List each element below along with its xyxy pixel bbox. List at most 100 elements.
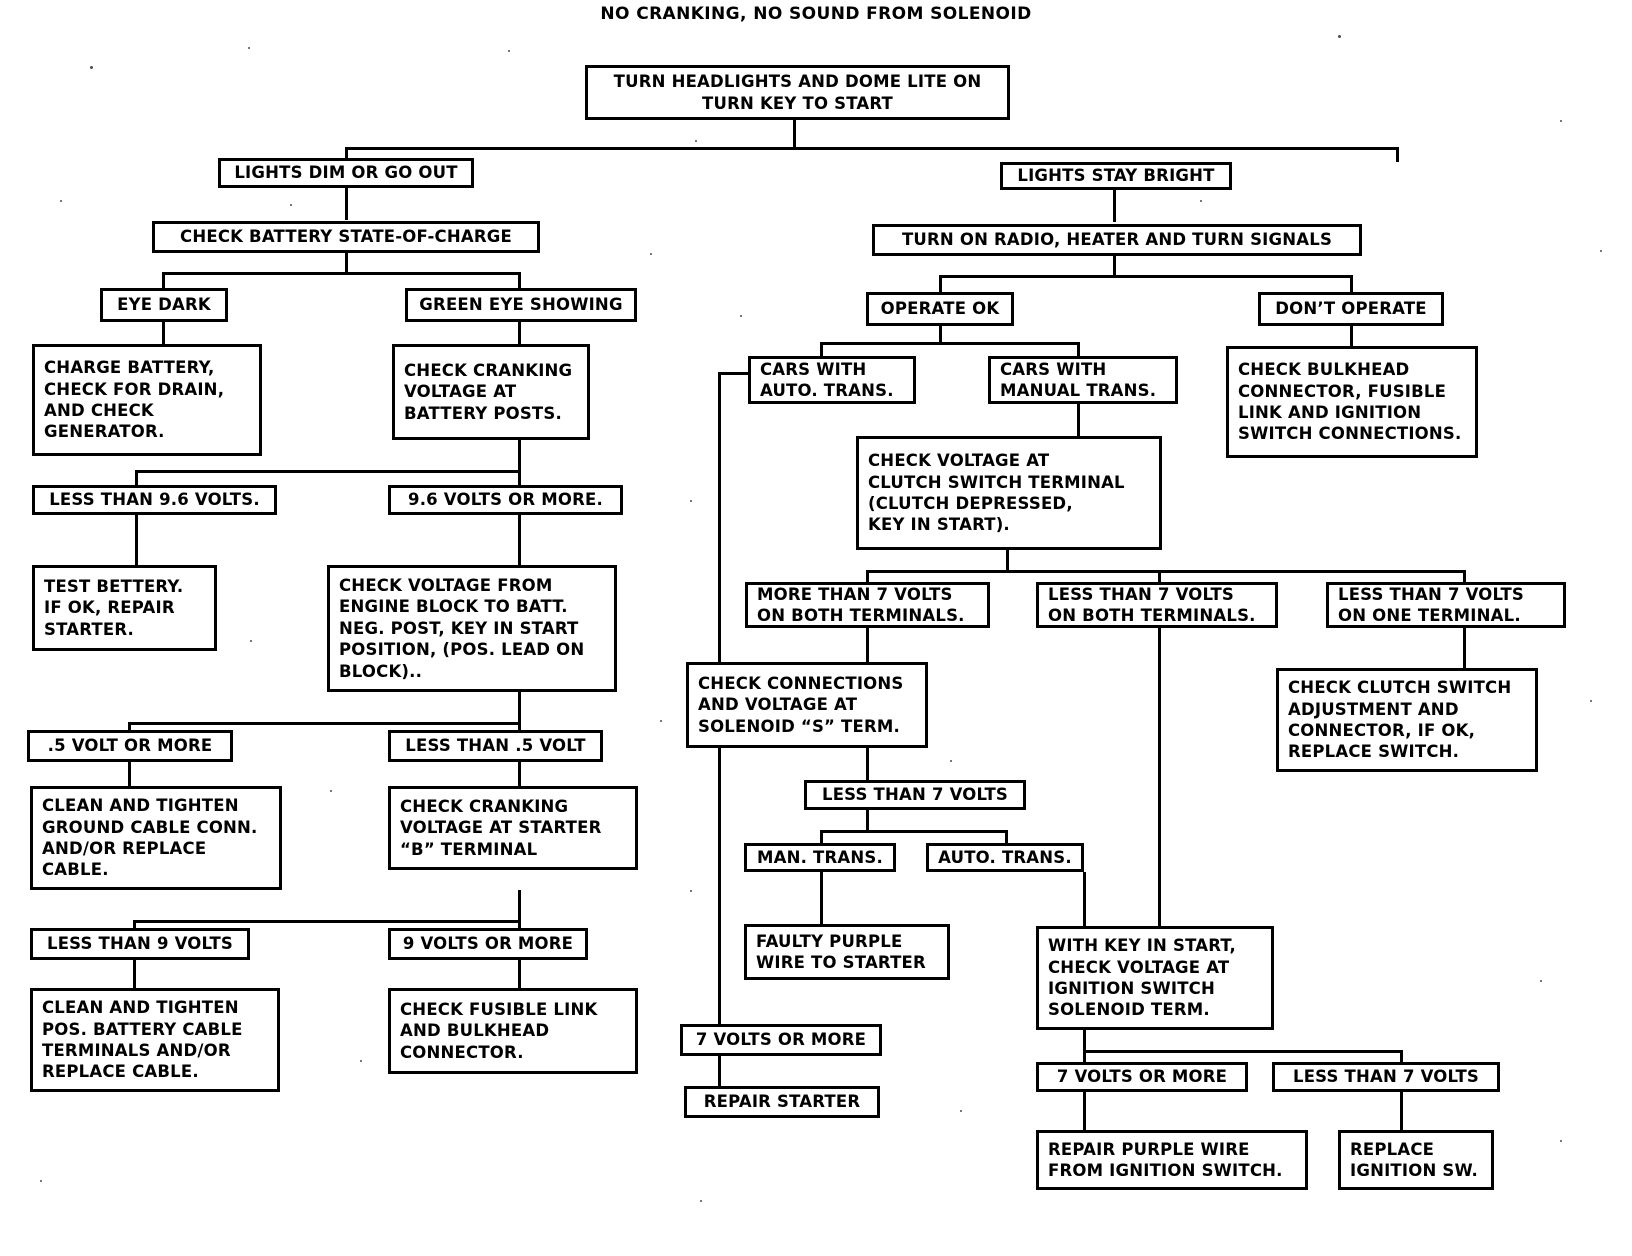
scan-speck bbox=[1600, 250, 1602, 252]
edge-to-lesshalf bbox=[518, 722, 521, 736]
node-7more-left[interactable]: 7 VOLTS OR MORE bbox=[680, 1024, 882, 1056]
scan-speck bbox=[1338, 35, 1341, 38]
node-more-96[interactable]: 9.6 VOLTS OR MORE. bbox=[388, 485, 623, 515]
edge-crankposts-down bbox=[518, 440, 521, 472]
edge-dontop-to-bulkhead bbox=[1350, 326, 1353, 346]
node-auto-trans[interactable]: AUTO. TRANS. bbox=[926, 843, 1084, 872]
node-turn-on-radio[interactable]: TURN ON RADIO, HEATER AND TURN SIGNALS bbox=[872, 224, 1362, 256]
node-check-fusible[interactable]: CHECK FUSIBLE LINK AND BULKHEAD CONNECTO… bbox=[388, 988, 638, 1074]
node-dont-operate-label: DON’T OPERATE bbox=[1275, 299, 1427, 319]
node-less-96[interactable]: LESS THAN 9.6 VOLTS. bbox=[32, 485, 277, 515]
node-repair-purple[interactable]: REPAIR PURPLE WIRE FROM IGNITION SWITCH. bbox=[1036, 1130, 1308, 1190]
node-green-eye[interactable]: GREEN EYE SHOWING bbox=[405, 288, 637, 322]
node-more7-both-label: MORE THAN 7 VOLTS ON BOTH TERMINALS. bbox=[757, 584, 965, 625]
node-test-bettery-label: TEST BETTERY. IF OK, REPAIR STARTER. bbox=[44, 576, 184, 639]
edge-to-less7both bbox=[1158, 570, 1161, 582]
edge-operateok-down bbox=[939, 326, 942, 344]
edge-to-cars-manual bbox=[1077, 342, 1080, 356]
node-cars-manual[interactable]: CARS WITH MANUAL TRANS. bbox=[988, 356, 1178, 404]
edge-to-less96 bbox=[135, 470, 138, 486]
scan-speck bbox=[248, 47, 250, 49]
scan-speck bbox=[695, 140, 697, 142]
scan-speck bbox=[1590, 700, 1592, 702]
node-charge-battery-label: CHARGE BATTERY, CHECK FOR DRAIN, AND CHE… bbox=[44, 358, 225, 442]
node-more-9-label: 9 VOLTS OR MORE bbox=[402, 934, 574, 954]
node-operate-ok-label: OPERATE OK bbox=[880, 299, 1000, 319]
edge-connS-down bbox=[866, 748, 869, 780]
node-less7-one-label: LESS THAN 7 VOLTS ON ONE TERMINAL. bbox=[1338, 584, 1524, 625]
node-less-half-volt-label: LESS THAN .5 VOLT bbox=[405, 736, 586, 756]
node-check-cranking-b[interactable]: CHECK CRANKING VOLTAGE AT STARTER “B” TE… bbox=[388, 786, 638, 870]
node-man-trans[interactable]: MAN. TRANS. bbox=[744, 843, 896, 872]
node-clean-pos[interactable]: CLEAN AND TIGHTEN POS. BATTERY CABLE TER… bbox=[30, 988, 280, 1092]
node-clean-ground[interactable]: CLEAN AND TIGHTEN GROUND CABLE CONN. AND… bbox=[30, 786, 282, 890]
node-with-key-in-start[interactable]: WITH KEY IN START, CHECK VOLTAGE AT IGNI… bbox=[1036, 926, 1274, 1030]
edge-9v-bar bbox=[133, 920, 521, 923]
node-test-bettery[interactable]: TEST BETTERY. IF OK, REPAIR STARTER. bbox=[32, 565, 217, 651]
edge-less7-to-replaceign bbox=[1400, 1092, 1403, 1130]
node-less-96-label: LESS THAN 9.6 VOLTS. bbox=[49, 490, 260, 510]
node-start[interactable]: TURN HEADLIGHTS AND DOME LITE ON TURN KE… bbox=[585, 65, 1010, 120]
node-faulty-purple[interactable]: FAULTY PURPLE WIRE TO STARTER bbox=[744, 924, 950, 980]
scan-speck bbox=[650, 253, 652, 255]
edge-radio-down bbox=[1113, 256, 1116, 276]
node-cars-auto-label: CARS WITH AUTO. TRANS. bbox=[760, 359, 894, 400]
edge-start-bar bbox=[345, 147, 1399, 150]
node-charge-battery[interactable]: CHARGE BATTERY, CHECK FOR DRAIN, AND CHE… bbox=[32, 344, 262, 456]
node-lights-dim-label: LIGHTS DIM OR GO OUT bbox=[234, 163, 458, 183]
node-eye-dark[interactable]: EYE DARK bbox=[100, 288, 228, 322]
node-less7-both[interactable]: LESS THAN 7 VOLTS ON BOTH TERMINALS. bbox=[1036, 582, 1278, 628]
node-less7-right[interactable]: LESS THAN 7 VOLTS bbox=[1272, 1062, 1500, 1092]
node-repair-starter[interactable]: REPAIR STARTER bbox=[684, 1086, 880, 1118]
node-check-voltage-block[interactable]: CHECK VOLTAGE FROM ENGINE BLOCK TO BATT.… bbox=[327, 565, 617, 692]
page-title: NO CRANKING, NO SOUND FROM SOLENOID bbox=[600, 4, 1032, 24]
node-less7-volts[interactable]: LESS THAN 7 VOLTS bbox=[804, 780, 1026, 810]
edge-to-green-eye bbox=[518, 272, 521, 288]
node-less7-one[interactable]: LESS THAN 7 VOLTS ON ONE TERMINAL. bbox=[1326, 582, 1566, 628]
edge-to-operate-ok bbox=[939, 275, 942, 292]
node-clean-pos-label: CLEAN AND TIGHTEN POS. BATTERY CABLE TER… bbox=[42, 998, 243, 1082]
node-start-label: TURN HEADLIGHTS AND DOME LITE ON TURN KE… bbox=[613, 72, 982, 113]
node-operate-ok[interactable]: OPERATE OK bbox=[866, 292, 1014, 326]
node-replace-ign-label: REPLACE IGNITION SW. bbox=[1350, 1139, 1479, 1180]
node-check-bulkhead[interactable]: CHECK BULKHEAD CONNECTOR, FUSIBLE LINK A… bbox=[1226, 346, 1478, 458]
edge-to-mantrans bbox=[820, 830, 823, 843]
node-more7-both[interactable]: MORE THAN 7 VOLTS ON BOTH TERMINALS. bbox=[745, 582, 990, 628]
edge-to-lights-bright bbox=[1396, 147, 1399, 162]
node-check-cranking-posts[interactable]: CHECK CRANKING VOLTAGE AT BATTERY POSTS. bbox=[392, 344, 590, 440]
node-check-cranking-b-label: CHECK CRANKING VOLTAGE AT STARTER “B” TE… bbox=[400, 796, 602, 859]
node-cars-manual-label: CARS WITH MANUAL TRANS. bbox=[1000, 359, 1157, 400]
node-check-battery-soc[interactable]: CHECK BATTERY STATE-OF-CHARGE bbox=[152, 221, 540, 253]
node-more-96-label: 9.6 VOLTS OR MORE. bbox=[408, 490, 603, 510]
node-replace-ign[interactable]: REPLACE IGNITION SW. bbox=[1338, 1130, 1494, 1190]
node-less-half-volt[interactable]: LESS THAN .5 VOLT bbox=[388, 730, 603, 762]
edge-carsmanual-to-clutch bbox=[1077, 404, 1080, 436]
node-lights-dim[interactable]: LIGHTS DIM OR GO OUT bbox=[218, 158, 474, 188]
edge-dim-to-soc bbox=[345, 188, 348, 220]
node-half-volt-more[interactable]: .5 VOLT OR MORE bbox=[27, 730, 233, 762]
node-cars-auto[interactable]: CARS WITH AUTO. TRANS. bbox=[748, 356, 916, 404]
edge-to-halfmore bbox=[128, 722, 131, 736]
node-check-clutch-adj[interactable]: CHECK CLUTCH SWITCH ADJUSTMENT AND CONNE… bbox=[1276, 668, 1538, 772]
edge-clutch-bar bbox=[866, 570, 1466, 573]
edge-96-bar bbox=[135, 470, 521, 473]
edge-to-more96 bbox=[518, 470, 521, 486]
edge-clutch-down bbox=[1006, 550, 1009, 572]
edge-to-more9 bbox=[518, 920, 521, 934]
node-dont-operate[interactable]: DON’T OPERATE bbox=[1258, 292, 1444, 326]
node-check-voltage-block-label: CHECK VOLTAGE FROM ENGINE BLOCK TO BATT.… bbox=[339, 575, 585, 681]
node-more-9[interactable]: 9 VOLTS OR MORE bbox=[388, 928, 588, 960]
node-less-9[interactable]: LESS THAN 9 VOLTS bbox=[30, 928, 250, 960]
node-check-bulkhead-label: CHECK BULKHEAD CONNECTOR, FUSIBLE LINK A… bbox=[1238, 360, 1462, 444]
scan-speck bbox=[960, 1110, 962, 1112]
node-check-connections-s[interactable]: CHECK CONNECTIONS AND VOLTAGE AT SOLENOI… bbox=[686, 662, 928, 748]
node-lights-bright[interactable]: LIGHTS STAY BRIGHT bbox=[1000, 162, 1232, 190]
node-check-fusible-label: CHECK FUSIBLE LINK AND BULKHEAD CONNECTO… bbox=[400, 999, 598, 1062]
node-green-eye-label: GREEN EYE SHOWING bbox=[419, 295, 623, 315]
edge-less9-to-cleanpos bbox=[133, 960, 136, 988]
node-less7-volts-label: LESS THAN 7 VOLTS bbox=[822, 785, 1008, 805]
node-7more-right[interactable]: 7 VOLTS OR MORE bbox=[1036, 1062, 1248, 1092]
node-check-clutch-terminal[interactable]: CHECK VOLTAGE AT CLUTCH SWITCH TERMINAL … bbox=[856, 436, 1162, 550]
edge-crankb-down bbox=[518, 890, 521, 922]
scan-speck bbox=[690, 890, 692, 892]
